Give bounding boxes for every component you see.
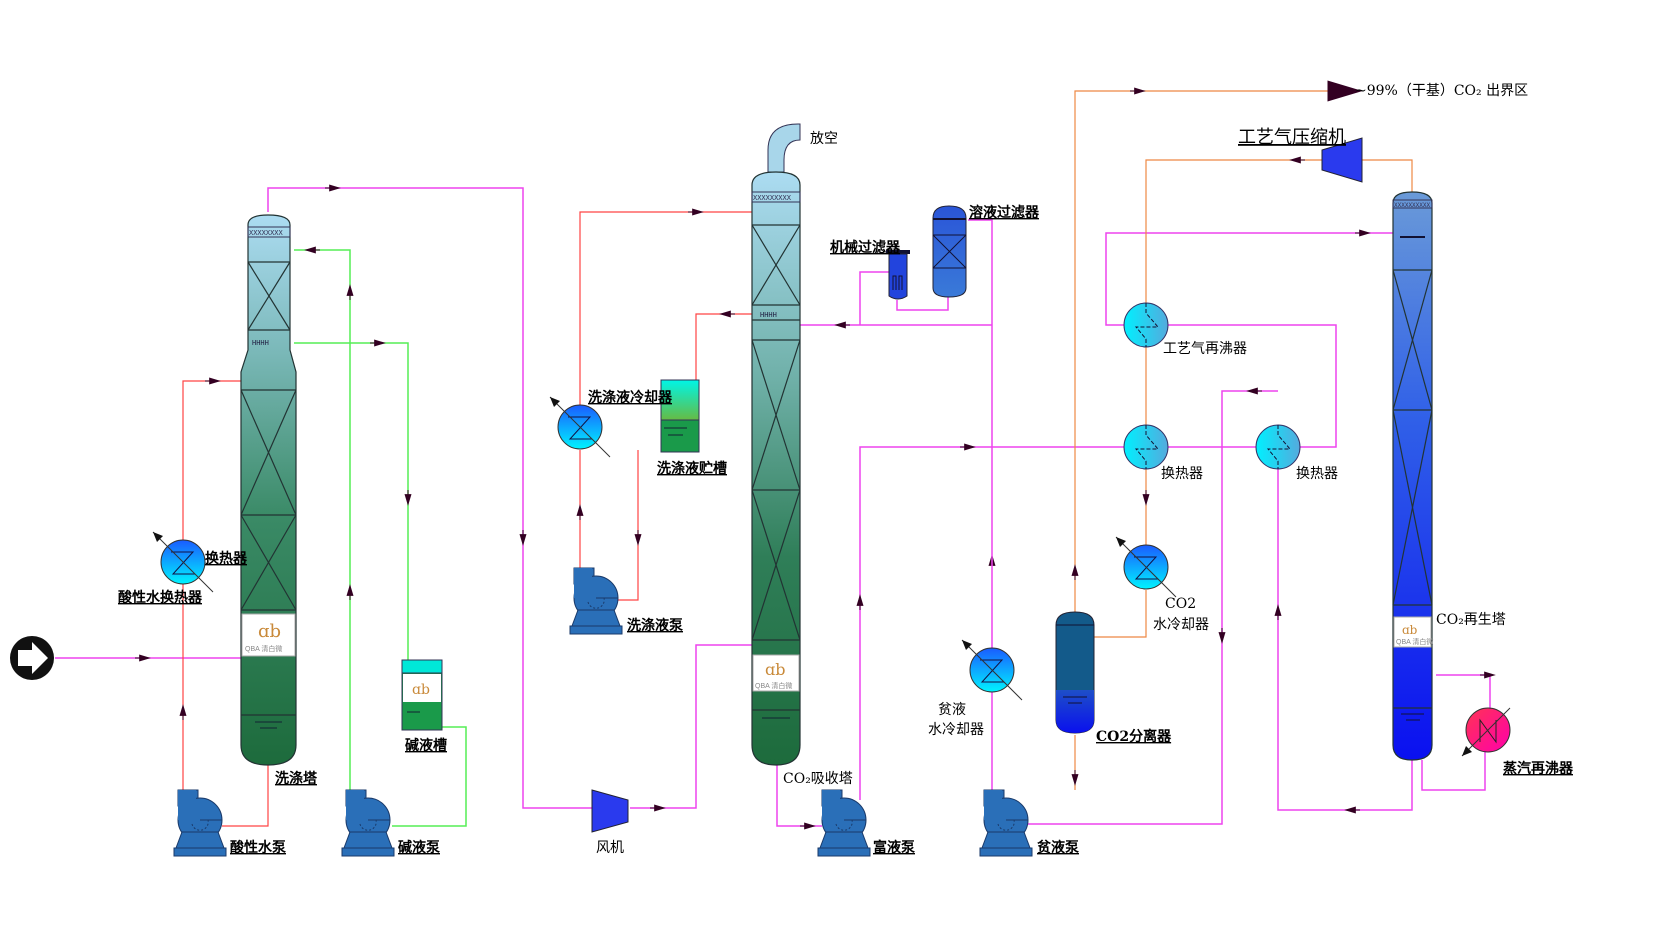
feed-inlet-icon <box>10 636 54 680</box>
svg-text:XXXXXXXXXX: XXXXXXXXXX <box>1394 202 1431 209</box>
logo-text: QBA 清白微 <box>1396 637 1433 646</box>
alkali-tank-out <box>392 726 467 827</box>
svg-text:ɑb: ɑb <box>1402 623 1418 637</box>
svg-text:HHHH: HHHH <box>252 339 269 347</box>
svg-text:HHHH: HHHH <box>760 311 777 319</box>
fan-label: 风机 <box>596 840 624 856</box>
wash-tower-overhead-line <box>267 187 592 809</box>
alkali-tank-label: 碱液槽 <box>405 737 447 754</box>
co2-separator[interactable] <box>1055 611 1095 734</box>
wash-cooler-icon[interactable] <box>549 396 611 458</box>
logo-text: QBA 清白微 <box>245 644 282 653</box>
wash-tank-label: 洗涤液贮槽 <box>657 460 727 477</box>
rich-pump-icon[interactable] <box>817 789 871 857</box>
acid-water-up <box>182 380 243 540</box>
compressor-label: 工艺气压缩机 <box>1238 127 1346 148</box>
co2-absorber-tower[interactable]: XXXXXXXXX HHHH ɑb QBA 清白微 <box>751 123 801 766</box>
acid-water-hx-icon[interactable] <box>152 531 214 593</box>
lean-cooler-icon[interactable] <box>961 639 1023 701</box>
hx-2-label: 换热器 <box>1296 465 1338 482</box>
lean-cooler-label-2: 水冷却器 <box>928 722 984 738</box>
acid-hx-label: 酸性水换热器 <box>118 589 203 606</box>
fan-icon[interactable] <box>591 789 629 833</box>
co2-cooler-label-2: 水冷却器 <box>1153 617 1209 633</box>
rich-pump-outlet <box>859 446 1124 800</box>
alkali-return <box>294 342 409 660</box>
lean-cooler-line <box>968 219 993 648</box>
regen-overhead <box>1360 159 1413 192</box>
absorber-to-tank <box>695 313 752 380</box>
regenerator-label: CO₂再生塔 <box>1436 612 1506 628</box>
solution-filter[interactable] <box>932 205 967 298</box>
heat-exchanger-2-icon[interactable] <box>1255 424 1301 470</box>
process-reboiler-icon[interactable] <box>1123 302 1169 348</box>
lean-cooler-label-1: 贫液 <box>938 702 966 718</box>
co2-cooler-label-1: CO2 <box>1165 596 1196 612</box>
tank-to-pump <box>618 450 639 601</box>
vent-label: 放空 <box>810 131 838 147</box>
alkali-line <box>294 249 351 800</box>
mech-filter-label: 机械过滤器 <box>830 239 901 256</box>
wash-tower[interactable]: XXXXXXXX HHHH ɑb QBA 清白微 <box>240 214 297 766</box>
rich-pump-label: 富液泵 <box>873 839 915 856</box>
solution-filter-label: 溶液过滤器 <box>969 204 1040 221</box>
alkali-pump-label: 碱液泵 <box>398 839 440 856</box>
fan-outlet-line <box>630 644 752 809</box>
svg-text:ɑb: ɑb <box>765 660 785 679</box>
wash-pump-icon[interactable] <box>569 567 623 635</box>
acid-water-pump-icon[interactable] <box>173 789 227 857</box>
logo-text: QBA 清白微 <box>755 681 792 690</box>
compressor-icon[interactable] <box>1321 137 1363 183</box>
process-reboiler-label: 工艺气再沸器 <box>1163 341 1247 357</box>
reboiler-return <box>1436 674 1491 708</box>
absorber-label: CO₂吸收塔 <box>783 771 853 787</box>
heat-exchanger-1-icon[interactable] <box>1123 424 1169 470</box>
steam-reboiler-icon[interactable] <box>1461 707 1511 757</box>
lean-pump-label: 贫液泵 <box>1037 839 1079 856</box>
alkali-tank[interactable]: ɑb <box>401 659 443 731</box>
mech-filter[interactable] <box>886 250 910 300</box>
svg-text:ɑb: ɑb <box>412 682 430 698</box>
acid-pump-label: 酸性水泵 <box>230 839 286 856</box>
svg-text:XXXXXXXXX: XXXXXXXXX <box>753 194 792 202</box>
steam-reboiler-label: 蒸汽再沸器 <box>1503 760 1574 777</box>
hx2-to-reboiler <box>1168 324 1337 448</box>
svg-text:XXXXXXXX: XXXXXXXX <box>249 229 284 237</box>
alkali-pump-icon[interactable] <box>341 789 395 857</box>
co2-regenerator-tower[interactable]: XXXXXXXXXX ɑb QBA 清白微 <box>1392 191 1433 761</box>
co2-separator-label: CO2分离器 <box>1096 728 1172 745</box>
wash-bottom-red <box>222 762 269 827</box>
mech-filter-line <box>859 271 897 325</box>
filter-link <box>896 297 949 311</box>
lean-pump-icon[interactable] <box>979 789 1033 857</box>
wash-cooler-to-absorber <box>579 211 752 405</box>
wash-tank[interactable] <box>660 379 700 453</box>
lean-return <box>1277 469 1413 811</box>
co2-product-line <box>1074 90 1345 615</box>
wash-cooler-label: 洗涤液冷却器 <box>588 389 673 406</box>
wash-tower-label: 洗涤塔 <box>275 770 318 787</box>
hx-1-label: 换热器 <box>1161 465 1203 482</box>
co2-cooler-icon[interactable] <box>1115 536 1177 598</box>
product-outlet-label: ~99%（干基）CO₂ 出界区 <box>1355 82 1528 99</box>
reboiler-feed <box>1421 752 1486 791</box>
rich-to-regen <box>1105 232 1395 326</box>
acid-hx-partial-label: 换热器 <box>205 550 248 567</box>
compressor-outlet <box>1145 159 1322 303</box>
cooler-to-separator <box>1094 590 1147 638</box>
svg-text:ɑb: ɑb <box>258 621 281 642</box>
wash-pump-label: 洗涤液泵 <box>627 617 683 634</box>
